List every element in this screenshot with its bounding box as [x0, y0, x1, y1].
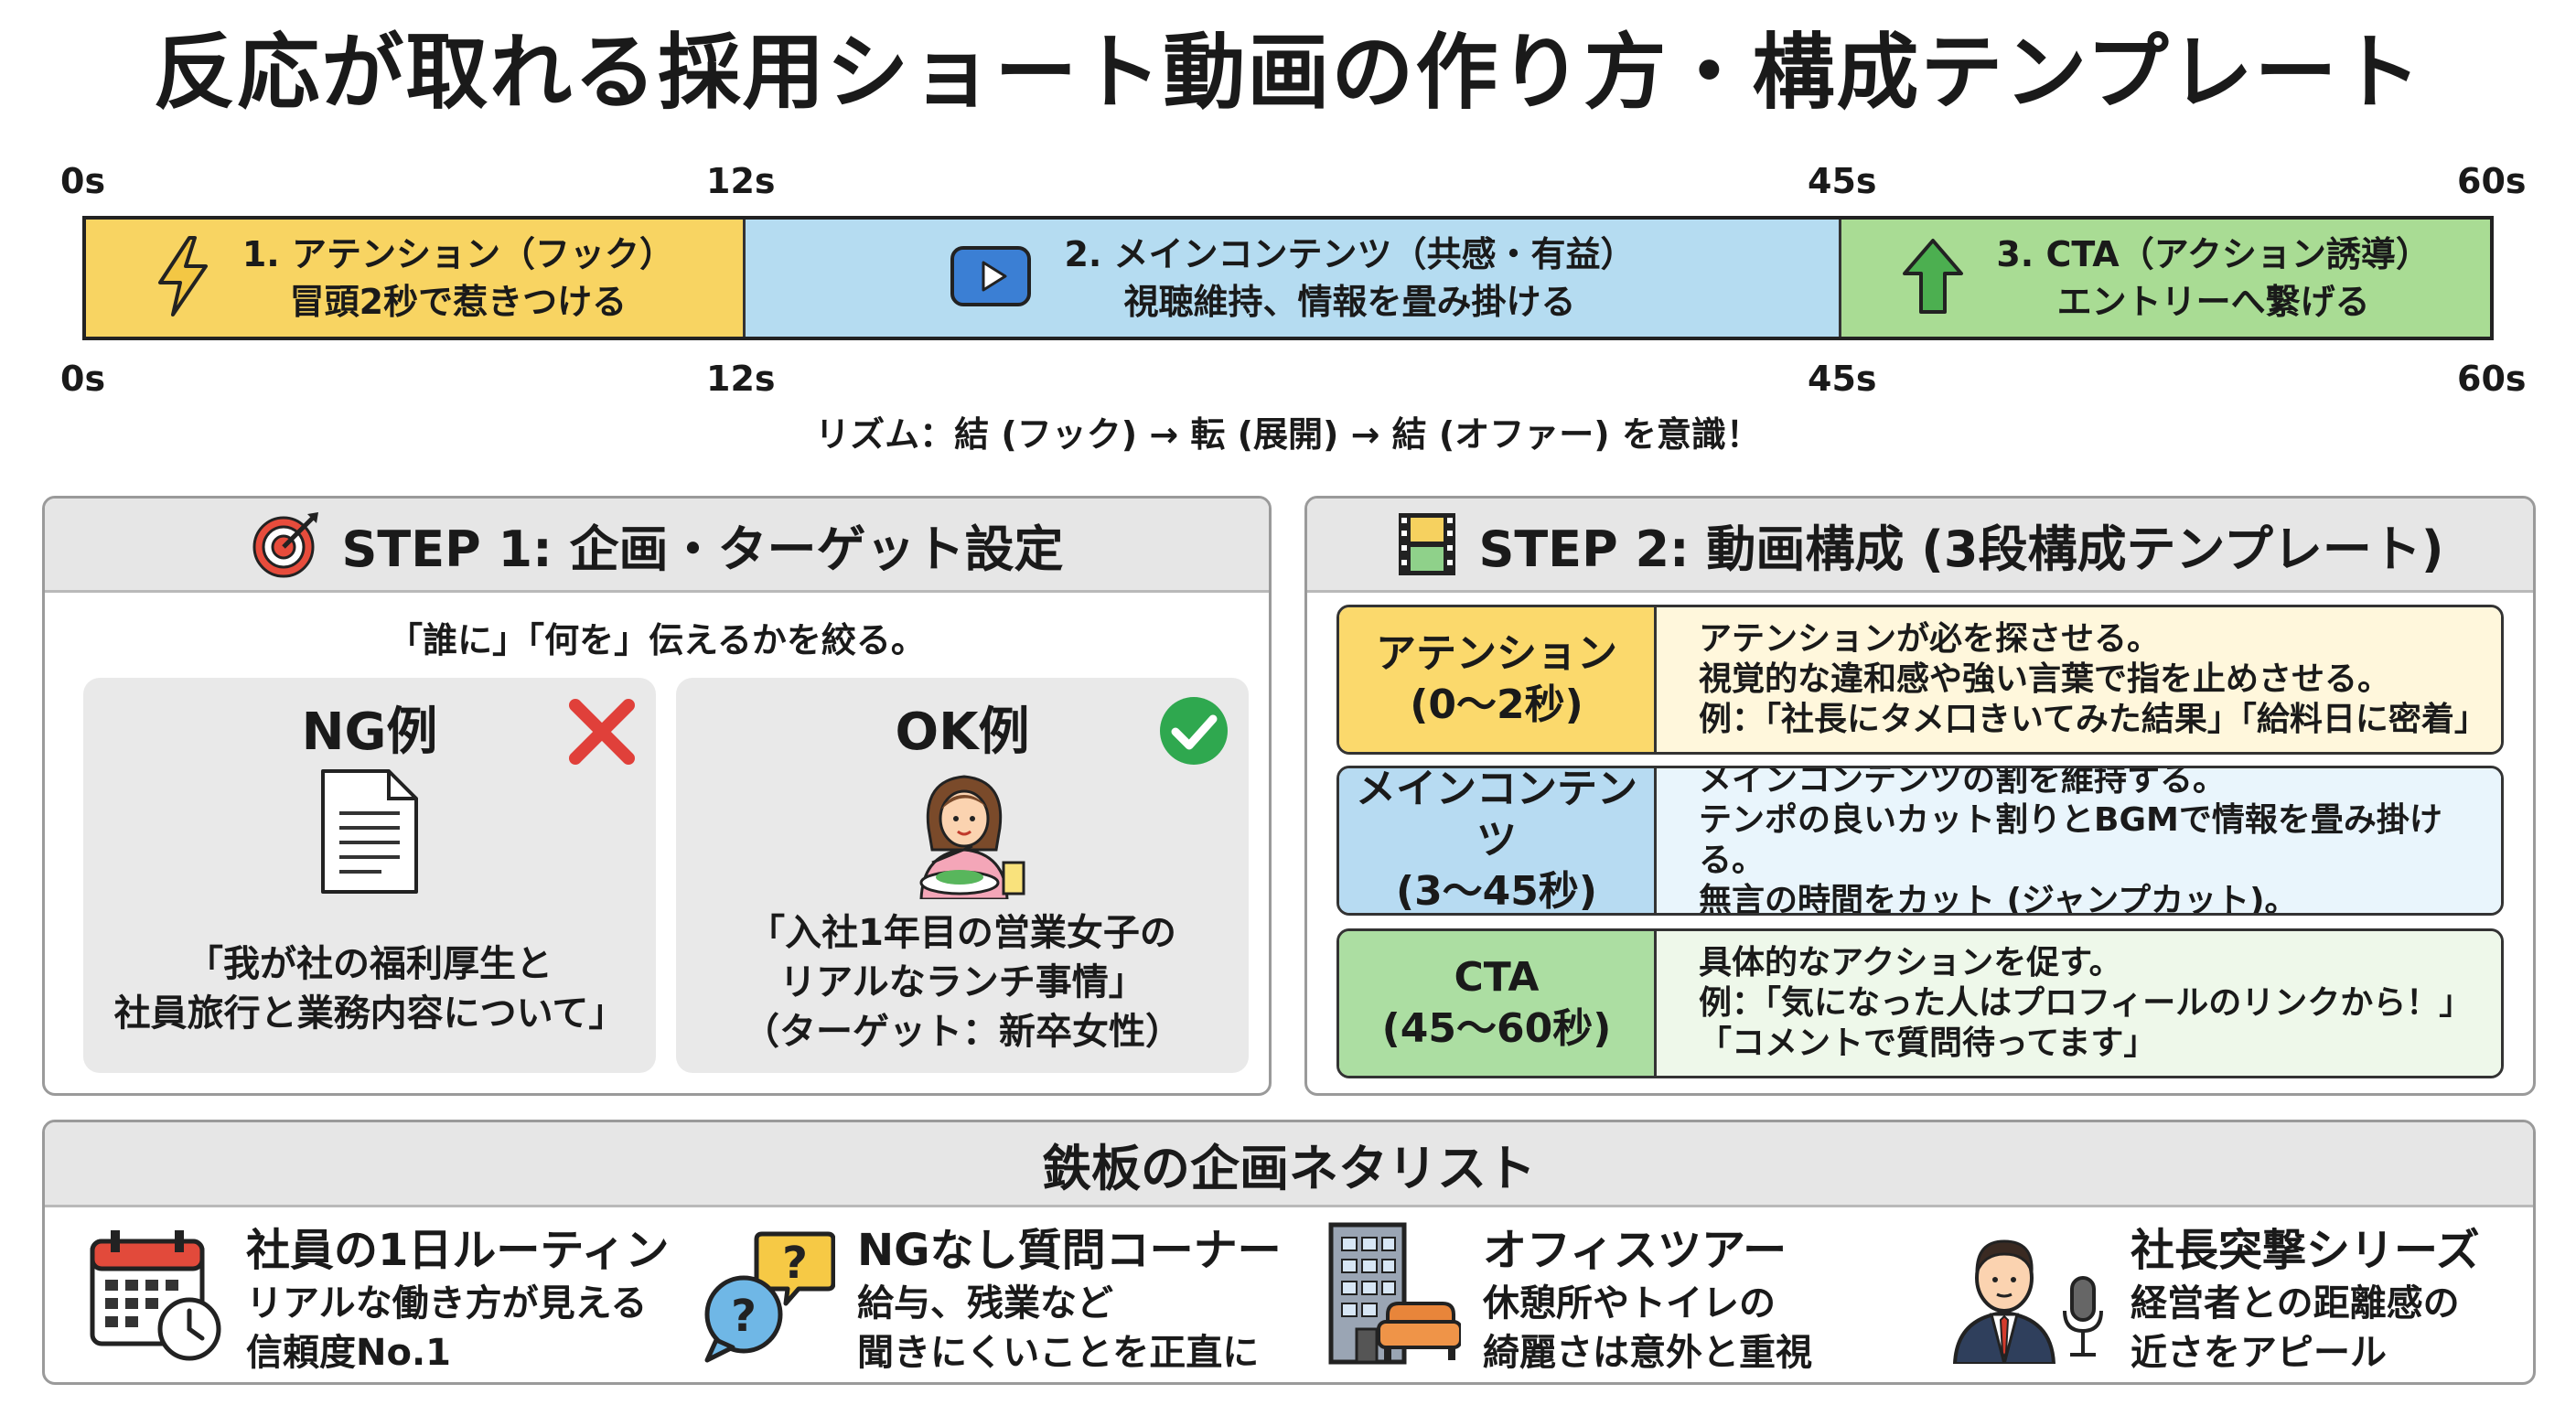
idea-desc-office-2: 綺麗さは意外と重視 [1483, 1332, 1812, 1374]
segment-desc-main: 視聴維持、情報を畳み掛ける [1123, 282, 1576, 322]
tick-top-45: 45s [1808, 161, 1877, 201]
segment-label-cta: 3. CTA（アクション誘導） [1996, 234, 2431, 274]
idea-title-ceo: 社長突撃シリーズ [2131, 1225, 2480, 1276]
template-row-cta: CTA (45〜60秒) 具体的なアクションを促す。 例：「気になった人はプロフ… [1336, 928, 2504, 1078]
svg-text:?: ? [731, 1291, 757, 1342]
step2-header: STEP 2: 動画構成 (3段構成テンプレート) [1307, 499, 2533, 593]
timeline-segment-cta: 3. CTA（アクション誘導） エントリーへ繋げる [1839, 220, 2491, 337]
ok-title: OK例 [895, 702, 1030, 762]
office-building-sofa-icon [1324, 1219, 1463, 1369]
idea-desc-ceo-1: 経営者との距離感の [2131, 1282, 2460, 1325]
lightning-icon [155, 235, 211, 321]
row-attention-line-3: 例：「社長にタメ口きいてみた結果」「給料日に密着」 [1699, 701, 2487, 738]
idea-desc-routine-2: 信頼度No.1 [246, 1332, 451, 1374]
tick-bottom-45: 45s [1808, 359, 1877, 399]
ideas-title: 鉄板の企画ネタリスト [1042, 1139, 1536, 1197]
up-arrow-icon [1901, 237, 1965, 319]
idea-title-qa: NGなし質問コーナー [857, 1225, 1282, 1276]
film-strip-icon [1396, 510, 1458, 578]
idea-item-routine: 社員の1日ルーティン リアルな働き方が見える 信頼度No.1 [87, 1225, 670, 1377]
segment-label-attention: 1. アテンション（フック） [242, 234, 674, 274]
row-cta-line-2: 例：「気になった人はプロフィールのリンクから！」 [1699, 984, 2473, 1022]
tick-bottom-12: 12s [706, 359, 776, 399]
idea-desc-qa-2: 聞きにくいことを正直に [857, 1332, 1260, 1374]
ok-line-3: （ターゲット：新卒女性） [743, 1011, 1182, 1053]
ok-line-2: リアルなランチ事情」 [779, 961, 1145, 1003]
step2-panel: STEP 2: 動画構成 (3段構成テンプレート) アテンション (0〜2秒) … [1304, 496, 2536, 1096]
row-name-cta: CTA [1454, 954, 1540, 1001]
ng-example-card: NG例 「我が社の福利厚生と 社員旅行と業務内容について」 [83, 678, 656, 1073]
ideas-panel: 鉄板の企画ネタリスト 社員の1日ルーティン リアルな働き方が見える 信頼度No.… [42, 1120, 2536, 1385]
timeline-segment-main: 2. メインコンテンツ（共感・有益） 視聴維持、情報を畳み掛ける [742, 220, 1840, 337]
tick-bottom-60: 60s [2457, 359, 2527, 399]
ok-example-card: OK例 「入社1年目の営業女子の リアルなランチ事情」 （ターゲット：新卒女性） [676, 678, 1249, 1073]
timeline-segment-attention: 1. アテンション（フック） 冒頭2秒で惹きつける [86, 220, 743, 337]
step1-header: STEP 1: 企画・ターゲット設定 [45, 499, 1269, 593]
tick-top-60: 60s [2457, 161, 2527, 201]
question-bubbles-icon: ? ? [698, 1227, 836, 1367]
row-time-main: (3〜45秒) [1395, 868, 1598, 915]
idea-desc-office-1: 休憩所やトイレの [1483, 1282, 1776, 1325]
row-attention-line-1: アテンションが必を探させる。 [1699, 620, 2161, 658]
segment-desc-attention: 冒頭2秒で惹きつける [289, 282, 628, 322]
calendar-clock-icon [87, 1227, 224, 1367]
row-name-attention: アテンション [1376, 630, 1617, 677]
ideas-header: 鉄板の企画ネタリスト [45, 1122, 2533, 1207]
template-row-main: メインコンテンツ (3〜45秒) メインコンテンツの割を維持する。 テンポの良い… [1336, 766, 2504, 916]
ok-line-1: 「入社1年目の営業女子の [748, 912, 1176, 954]
step1-panel: STEP 1: 企画・ターゲット設定 「誰に」「何を」伝えるかを絞る。 NG例 … [42, 496, 1272, 1096]
row-cta-line-1: 具体的なアクションを促す。 [1699, 944, 2122, 981]
tick-bottom-0: 0s [60, 359, 106, 399]
row-main-line-1: メインコンテンツの割を維持する。 [1699, 766, 2227, 799]
play-button-icon [949, 244, 1033, 312]
page-title: 反応が取れる採用ショート動画の作り方・構成テンプレート [153, 25, 2423, 121]
red-x-icon [568, 698, 636, 769]
idea-title-routine: 社員の1日ルーティン [246, 1225, 670, 1276]
segment-label-main: 2. メインコンテンツ（共感・有益） [1064, 234, 1636, 274]
step2-title: STEP 2: 動画構成 (3段構成テンプレート) [1478, 520, 2444, 578]
row-cta-line-3: 「コメントで質問待ってます」 [1699, 1024, 2157, 1062]
tick-top-0: 0s [60, 161, 106, 201]
woman-eating-lunch-icon [896, 762, 1033, 903]
row-main-line-2: テンポの良いカット割りとBGMで情報を畳み掛ける。 [1699, 801, 2442, 879]
idea-desc-routine-1: リアルな働き方が見える [246, 1282, 648, 1325]
rhythm-note: リズム：結 (フック) → 転 (展開) → 結 (オファー) を意識！ [815, 414, 1761, 455]
row-attention-line-2: 視覚的な違和感や強い言葉で指を止めさせる。 [1699, 660, 2391, 698]
ceo-microphone-icon [1944, 1227, 2109, 1369]
idea-item-qa: ? ? NGなし質問コーナー 給与、残業など 聞きにくいことを正直に [698, 1225, 1282, 1377]
svg-text:?: ? [782, 1238, 808, 1289]
idea-desc-qa-1: 給与、残業など [857, 1282, 1113, 1325]
ng-title: NG例 [301, 702, 438, 762]
row-time-cta: (45〜60秒) [1381, 1005, 1612, 1052]
idea-item-ceo: 社長突撃シリーズ 経営者との距離感の 近さをアピール [1944, 1225, 2480, 1377]
idea-title-office: オフィスツアー [1483, 1225, 1787, 1276]
ng-line-2: 社員旅行と業務内容について」 [113, 992, 626, 1035]
ng-line-1: 「我が社の福利厚生と [187, 943, 553, 985]
segment-desc-cta: エントリーへ繋げる [2056, 282, 2370, 322]
step1-title: STEP 1: 企画・ターゲット設定 [341, 520, 1064, 578]
target-icon [251, 509, 322, 580]
idea-desc-ceo-2: 近さをアピール [2131, 1332, 2387, 1374]
template-row-attention: アテンション (0〜2秒) アテンションが必を探させる。 視覚的な違和感や強い言… [1336, 605, 2504, 755]
timeline-bar: 1. アテンション（フック） 冒頭2秒で惹きつける 2. メインコンテンツ（共感… [82, 216, 2494, 340]
green-check-icon [1157, 694, 1230, 771]
row-name-main: メインコンテンツ [1356, 766, 1637, 863]
row-main-line-3: 無言の時間をカット (ジャンプカット)。 [1699, 882, 2298, 916]
step1-subtitle: 「誰に」「何を」伝えるかを絞る。 [388, 620, 926, 660]
idea-item-office-tour: オフィスツアー 休憩所やトイレの 綺麗さは意外と重視 [1324, 1219, 1812, 1377]
tick-top-12: 12s [706, 161, 776, 201]
row-time-attention: (0〜2秒) [1410, 681, 1583, 728]
document-icon [317, 767, 422, 899]
